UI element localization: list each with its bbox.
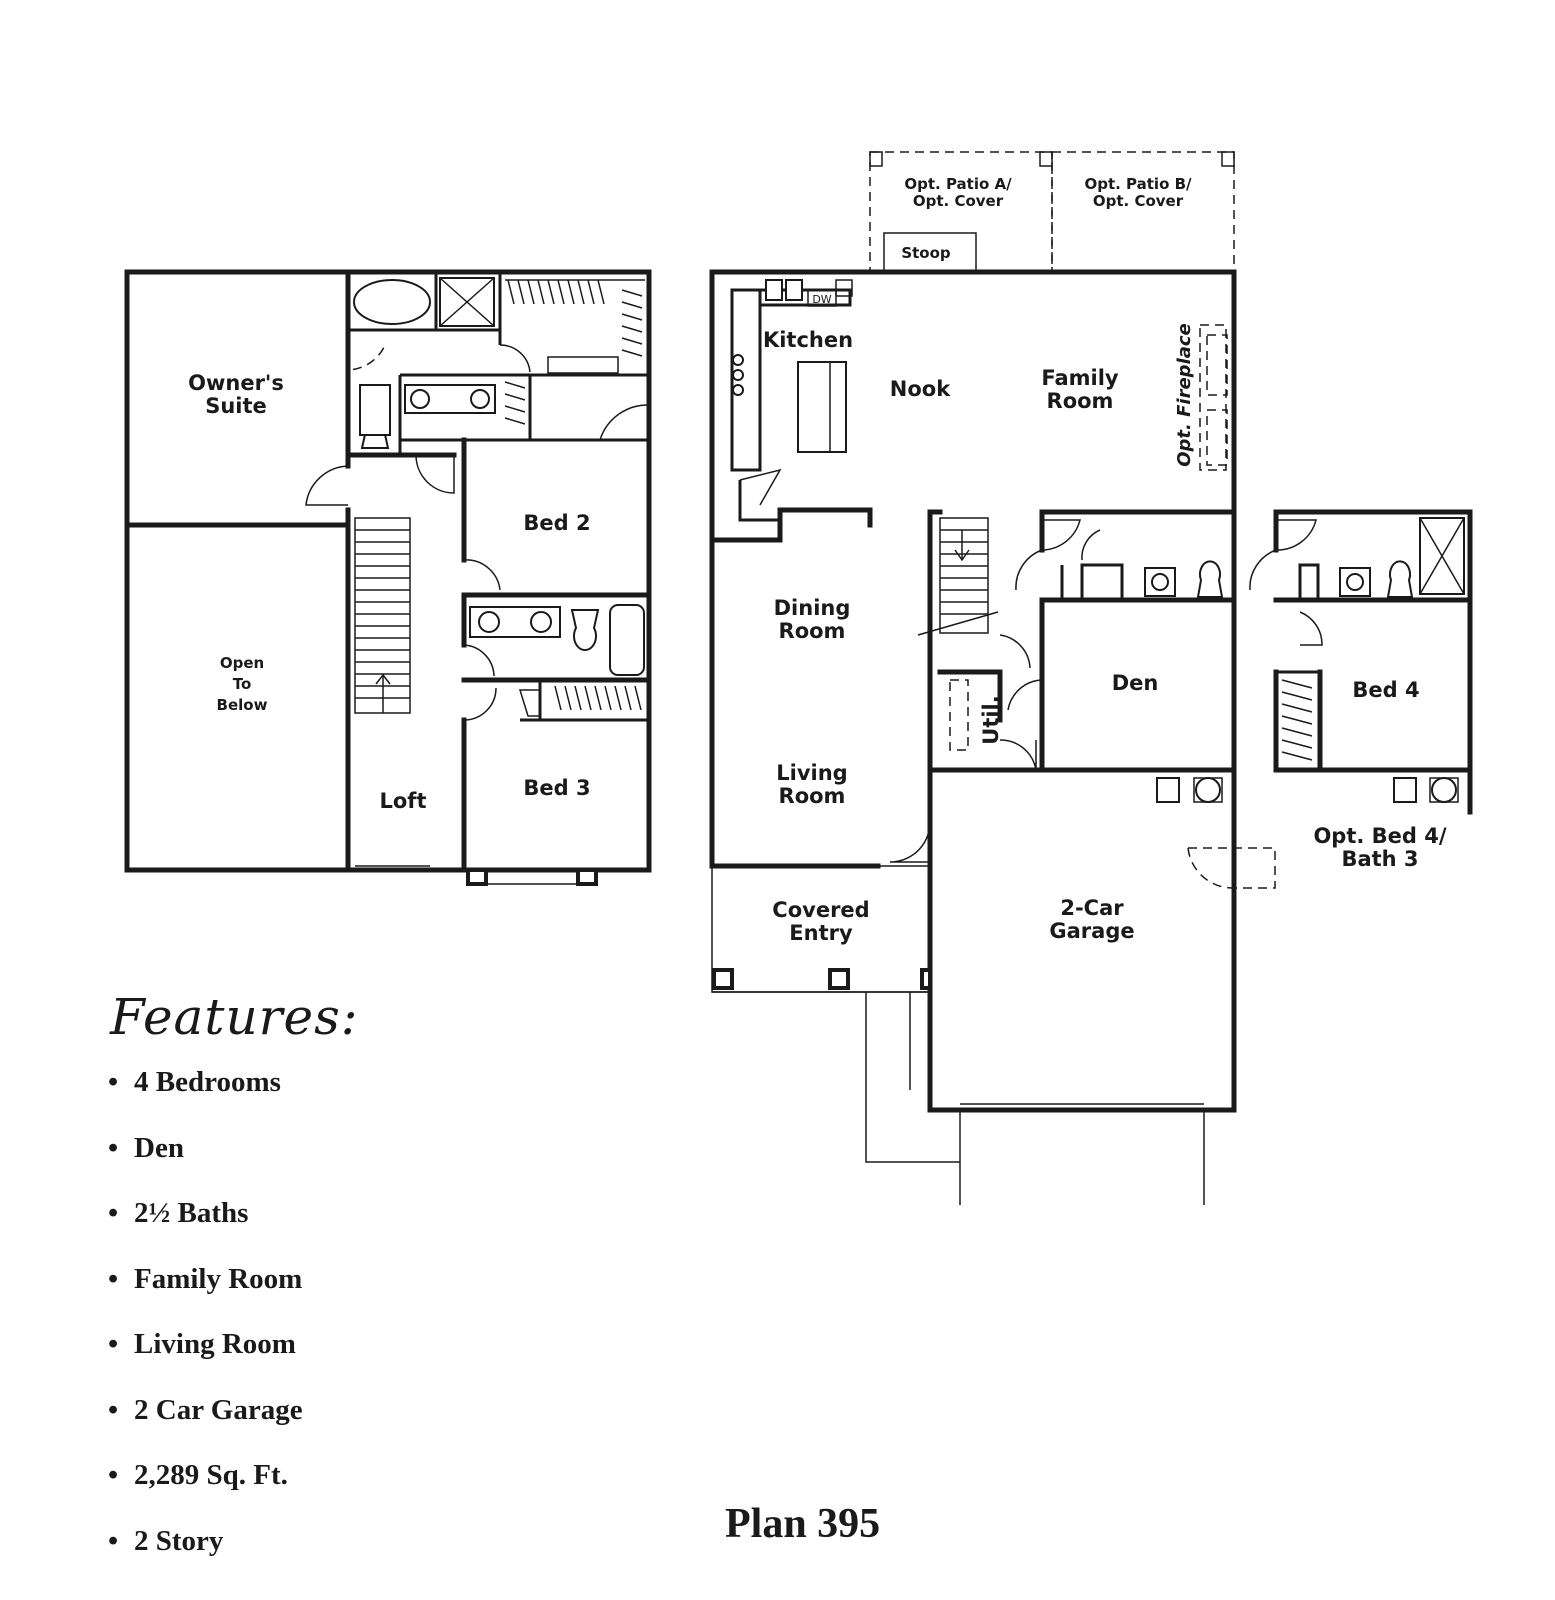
label-bed-3: Bed 3: [523, 776, 590, 800]
label-nook: Nook: [890, 377, 951, 401]
label-owners-suite-2: Suite: [205, 394, 267, 418]
label-util: Util.: [979, 695, 1003, 744]
label-garage-1: 2-Car: [1060, 896, 1124, 920]
label-opt-patio-a-2: Opt. Cover: [913, 192, 1004, 210]
label-garage-2: Garage: [1049, 919, 1134, 943]
label-open-to-below-3: Below: [217, 696, 268, 714]
label-covered-entry-1: Covered: [772, 898, 869, 922]
feature-item: • Living Room: [108, 1317, 303, 1383]
label-open-to-below-2: To: [233, 675, 252, 693]
feature-item: • 4 Bedrooms: [108, 1055, 303, 1121]
feature-text: Living Room: [134, 1328, 296, 1360]
label-living-room-2: Room: [779, 784, 846, 808]
feature-text: Family Room: [134, 1262, 303, 1295]
bullet-icon: •: [108, 1393, 119, 1426]
label-loft: Loft: [380, 789, 427, 813]
label-dishwasher: DW: [812, 293, 831, 306]
features-title: Features:: [110, 988, 359, 1046]
room-labels: Owner's Suite Open To Below Bed 2 Bed 3 …: [188, 175, 1447, 945]
feature-item: • Family Room: [108, 1252, 303, 1318]
feature-item: • Den: [108, 1121, 303, 1187]
stair-treads: [355, 529, 410, 713]
feature-item: • 2½ Baths: [108, 1186, 303, 1252]
optional-bed4-plan: [1249, 509, 1473, 815]
label-opt-bed4-bath3-1: Opt. Bed 4/: [1313, 824, 1446, 848]
feature-item: • 2 Story: [108, 1514, 303, 1580]
bullet-icon: •: [108, 1328, 119, 1360]
label-owners-suite-1: Owner's: [188, 371, 284, 395]
feature-text: 2½ Baths: [134, 1197, 249, 1229]
label-open-to-below-1: Open: [220, 654, 264, 672]
bullet-icon: •: [108, 1459, 119, 1491]
feature-text: 2,289 Sq. Ft.: [134, 1459, 288, 1491]
label-stoop: Stoop: [901, 244, 951, 262]
second-floor-plan: [124, 269, 652, 886]
label-opt-patio-a-1: Opt. Patio A/: [904, 175, 1012, 193]
features-list: •4 Bedrooms •Den •2½ Baths •Family Room …: [108, 1055, 303, 1579]
label-family-room-2: Room: [1047, 389, 1114, 413]
label-opt-patio-b-1: Opt. Patio B/: [1084, 175, 1192, 193]
label-den: Den: [1112, 671, 1159, 695]
bullet-icon: •: [108, 1524, 119, 1557]
label-family-room-1: Family: [1041, 366, 1119, 390]
label-living-room-1: Living: [776, 761, 847, 785]
feature-item: • 2,289 Sq. Ft.: [108, 1448, 303, 1514]
feature-text: 2 Car Garage: [134, 1393, 303, 1426]
label-opt-fireplace: Opt. Fireplace: [1174, 323, 1195, 467]
label-covered-entry-2: Entry: [789, 921, 853, 945]
feature-text: 2 Story: [134, 1524, 224, 1557]
label-bed-4: Bed 4: [1352, 678, 1419, 702]
first-floor-stair-treads: [917, 529, 999, 636]
bullet-icon: •: [108, 1197, 119, 1229]
closet-hatching: [504, 279, 645, 717]
bullet-icon: •: [108, 1262, 119, 1295]
label-dining-room-1: Dining: [774, 596, 851, 620]
feature-item: • 2 Car Garage: [108, 1383, 303, 1449]
bullet-icon: •: [108, 1131, 119, 1164]
label-dining-room-2: Room: [779, 619, 846, 643]
label-bed-2: Bed 2: [523, 511, 590, 535]
first-floor-plan: [709, 151, 1276, 1205]
plan-name: Plan 395: [725, 1501, 881, 1547]
label-opt-patio-b-2: Opt. Cover: [1093, 192, 1184, 210]
bullet-icon: •: [108, 1066, 119, 1098]
label-kitchen: Kitchen: [763, 328, 853, 352]
feature-text: 4 Bedrooms: [134, 1066, 281, 1098]
feature-text: Den: [134, 1131, 184, 1164]
label-opt-bed4-bath3-2: Bath 3: [1341, 847, 1418, 871]
